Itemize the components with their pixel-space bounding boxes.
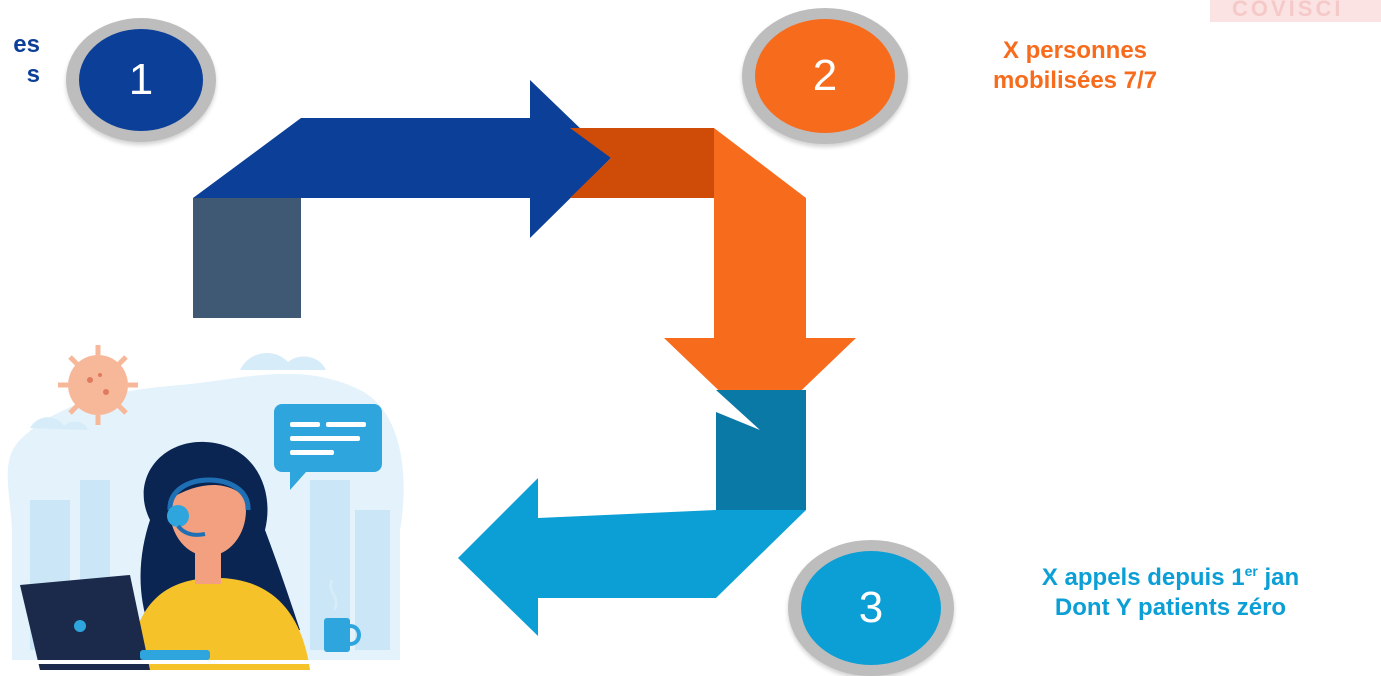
arrow3-stem — [716, 390, 806, 510]
laptop-icon — [20, 575, 210, 670]
step2-label-line1: X personnes — [1002, 37, 1148, 64]
arrow2-vertical — [714, 198, 806, 338]
step2-badge: 2 — [742, 8, 908, 144]
step1-badge: 1 — [66, 18, 216, 142]
coffee-mug-icon — [324, 579, 361, 652]
arrow1-stem — [193, 198, 301, 318]
step3-label-line1: X appels depuis 1er jan — [960, 556, 1381, 593]
step3-label-line1-post: jan — [1257, 564, 1300, 591]
step1-label: es s — [0, 30, 40, 90]
step2-label-line2: mobilisées 7/7 — [992, 67, 1158, 94]
step1-label-line1: es — [13, 31, 40, 58]
arrow1-body — [301, 80, 611, 238]
chat-bubble-icon — [274, 404, 382, 490]
step3-number: 3 — [801, 551, 941, 665]
step3-badge: 3 — [788, 540, 954, 676]
step3-label-line1-pre: X appels depuis 1 — [1041, 564, 1245, 591]
step3-label-line1-sup: er — [1244, 563, 1258, 579]
watermark: COVISCI — [1210, 0, 1381, 22]
arrow2-dark-segment — [570, 128, 714, 198]
step3-label: X appels depuis 1er jan Dont Y patients … — [960, 556, 1381, 623]
step2-label: X personnes mobilisées 7/7 — [930, 36, 1220, 96]
watermark-text: COVISCI — [1232, 0, 1344, 21]
arrow3-corner — [716, 510, 806, 598]
arrow3-body — [458, 478, 716, 636]
step1-label-line2: s — [26, 61, 40, 88]
step2-number: 2 — [755, 19, 895, 133]
arrow2-head — [664, 338, 856, 430]
arrow1-corner — [193, 118, 301, 198]
virus-icon — [58, 345, 138, 425]
step1-number: 1 — [79, 29, 203, 131]
arrow2-corner — [714, 128, 806, 198]
call-center-agent-illustration — [7, 345, 404, 670]
step3-label-line2: Dont Y patients zéro — [1054, 594, 1287, 621]
